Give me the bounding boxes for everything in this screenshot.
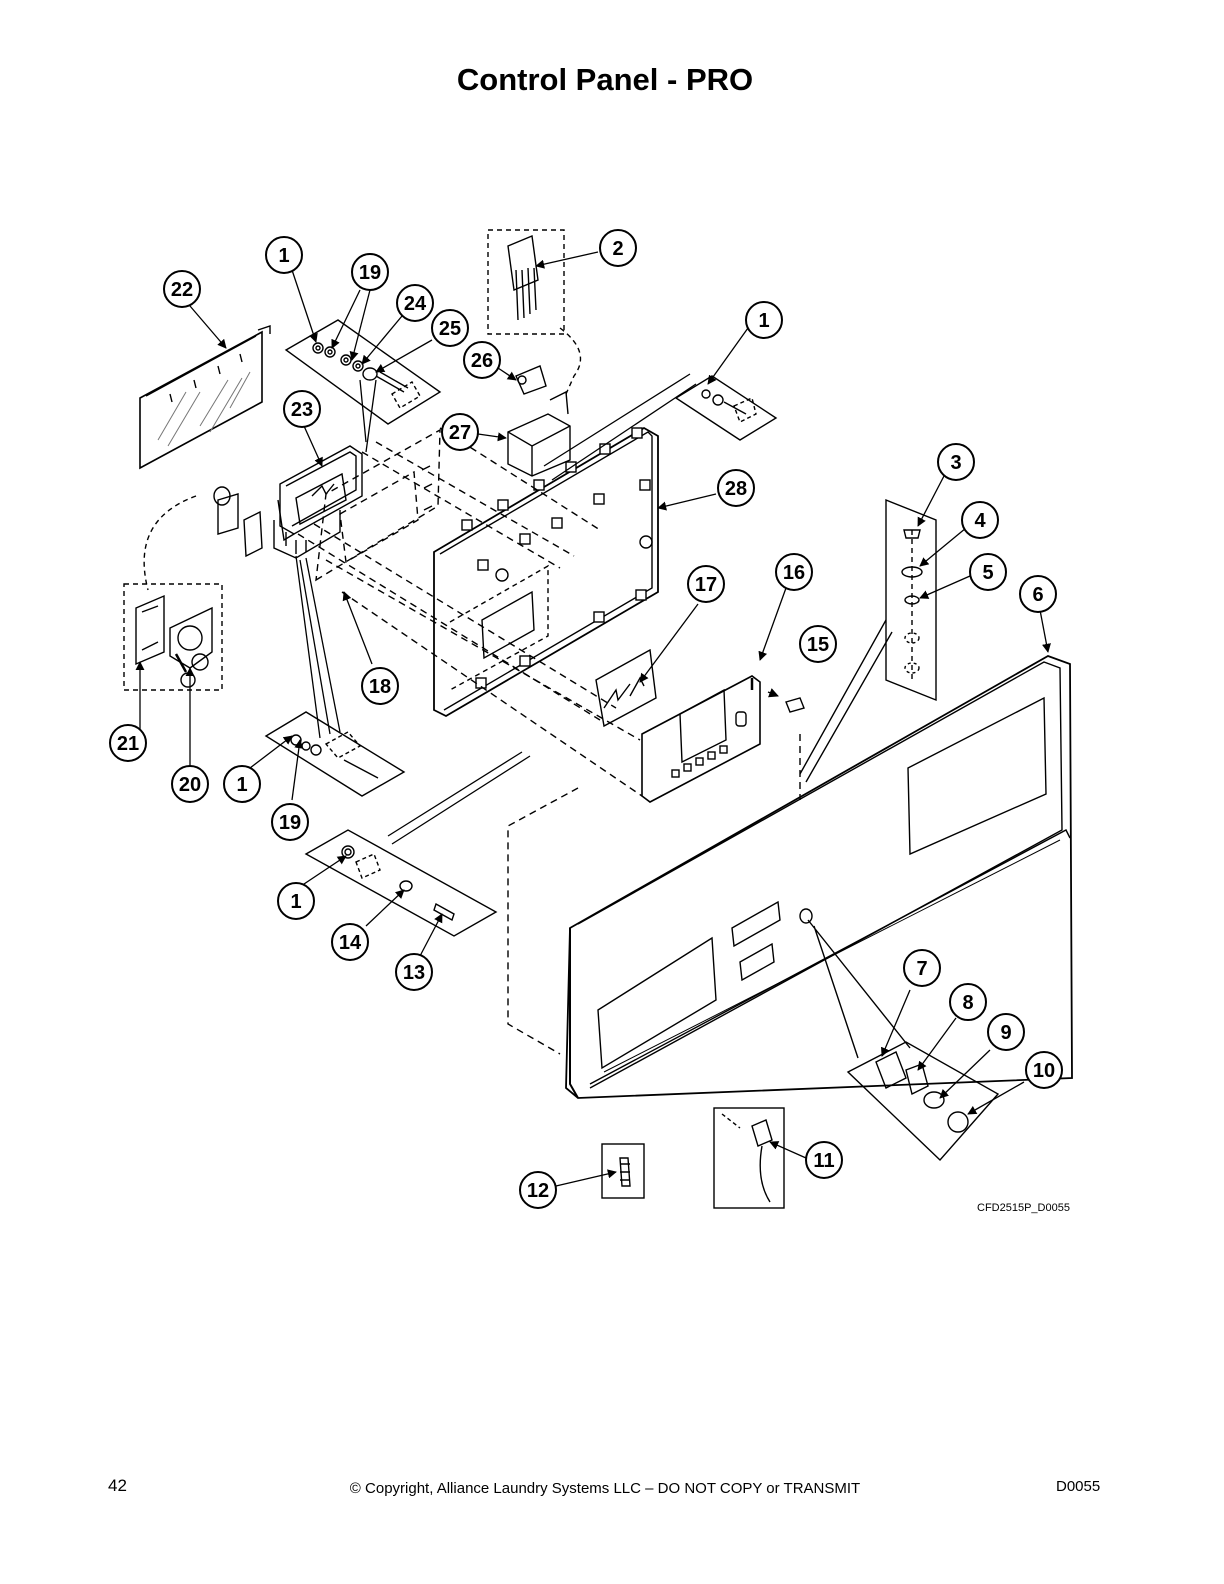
part-15-label [767, 688, 805, 713]
callout-22: 22 [163, 270, 201, 308]
callout-20: 20 [171, 765, 209, 803]
callout-label: 6 [1032, 584, 1043, 606]
copyright-notice: © Copyright, Alliance Laundry Systems LL… [349, 1480, 861, 1497]
part-23-display-board [273, 445, 363, 559]
part-12-fastener-inset [601, 1143, 645, 1199]
hardware-inset-7-10 [807, 919, 1000, 1162]
hardware-inset-3-4-5 [799, 498, 937, 783]
callout-label: 22 [171, 279, 193, 301]
callout-7: 7 [903, 949, 941, 987]
explode-lines [297, 427, 801, 1055]
callout-8: 8 [949, 983, 987, 1021]
callout-5: 5 [969, 553, 1007, 591]
callout-10: 10 [1025, 1051, 1063, 1089]
callout-label: 7 [916, 958, 927, 980]
part-11-cable-inset [713, 1107, 785, 1209]
callout-6: 6 [1019, 575, 1057, 613]
callout-25: 25 [431, 309, 469, 347]
callout-label: 21 [117, 733, 139, 755]
callout-label: 8 [962, 992, 973, 1014]
callout-label: 5 [982, 562, 993, 584]
callout-label: 15 [807, 634, 829, 656]
callout-label: 18 [369, 676, 391, 698]
callout-19: 19 [351, 253, 389, 291]
parts-20-21-inset [123, 583, 223, 691]
callout-3: 3 [937, 443, 975, 481]
callout-label: 27 [449, 422, 471, 444]
hardware-inset-top-left [284, 319, 442, 425]
callout-label: 19 [279, 812, 301, 834]
callout-13: 13 [395, 953, 433, 991]
leader-lines [135, 251, 1051, 1187]
part-28-backing-panel [433, 426, 659, 718]
callout-label: 17 [695, 574, 717, 596]
callout-28: 28 [717, 469, 755, 507]
callout-24: 24 [396, 284, 434, 322]
part-16-user-interface [641, 675, 761, 803]
callout-label: 2 [612, 238, 623, 260]
callout-1: 1 [265, 236, 303, 274]
callout-label: 13 [403, 962, 425, 984]
callout-label: 1 [758, 310, 769, 332]
drawing-id: CFD2515P_D0055 [977, 1202, 1070, 1214]
callout-label: 19 [359, 262, 381, 284]
callout-21: 21 [109, 724, 147, 762]
callout-15: 15 [799, 625, 837, 663]
callout-26: 26 [463, 341, 501, 379]
callout-label: 1 [290, 891, 301, 913]
callout-18: 18 [361, 667, 399, 705]
part-27-connector-block [507, 390, 571, 477]
part-22-glass-panel [139, 325, 271, 470]
callout-4: 4 [961, 501, 999, 539]
callout-19: 19 [271, 803, 309, 841]
document-code: D0055 [1056, 1478, 1101, 1495]
callout-label: 28 [725, 478, 747, 500]
callout-label: 24 [404, 293, 427, 315]
callout-16: 16 [775, 553, 813, 591]
part-18-mounting-bracket [315, 428, 441, 582]
callout-1: 1 [223, 765, 261, 803]
callout-17: 17 [687, 565, 725, 603]
callout-23: 23 [283, 390, 321, 428]
callout-label: 9 [1000, 1022, 1011, 1044]
part-26-screw [515, 365, 547, 395]
page-number: 42 [108, 1476, 127, 1495]
callout-2: 2 [599, 229, 637, 267]
callout-label: 1 [236, 774, 247, 796]
callout-label: 3 [950, 452, 961, 474]
callout-label: 23 [291, 399, 313, 421]
callout-label: 14 [339, 932, 362, 954]
callout-27: 27 [441, 413, 479, 451]
callout-14: 14 [331, 923, 369, 961]
part-2-harness [487, 229, 582, 395]
callout-label: 10 [1033, 1060, 1055, 1082]
callout-label: 20 [179, 774, 201, 796]
hardware-inset-mid-left [264, 711, 406, 797]
callout-1: 1 [745, 301, 783, 339]
callout-label: 4 [974, 510, 986, 532]
part-6-front-panel [565, 655, 1073, 1099]
callout-label: 11 [813, 1150, 834, 1172]
hardware-inset-top-right [674, 375, 778, 441]
callout-label: 16 [783, 562, 805, 584]
part-sensor-assembly [143, 486, 263, 591]
callout-9: 9 [987, 1013, 1025, 1051]
callout-label: 1 [278, 245, 289, 267]
callout-label: 26 [471, 350, 493, 372]
part-17-display-bracket [595, 648, 657, 728]
callout-11: 11 [805, 1141, 843, 1179]
callout-1: 1 [277, 882, 315, 920]
callout-label: 25 [439, 318, 461, 340]
hardware-inset-lower-left [304, 829, 498, 937]
callout-label: 12 [527, 1180, 549, 1202]
page-title: Control Panel - PRO [456, 62, 754, 97]
callout-12: 12 [519, 1171, 557, 1209]
